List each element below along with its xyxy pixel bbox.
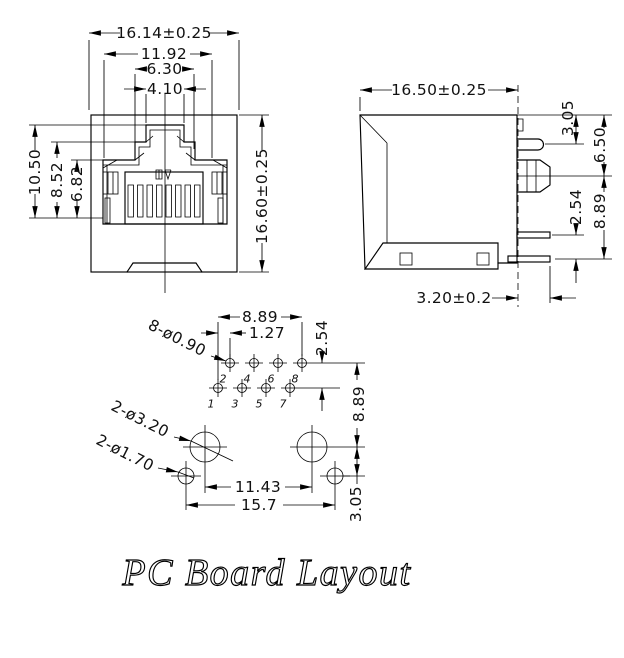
dim-label: 8.89	[242, 308, 278, 326]
boss-hole	[171, 461, 201, 510]
dim-label: 11.43	[235, 478, 281, 496]
dim-label: 3.05	[347, 486, 365, 522]
solder-pin-lower	[507, 255, 551, 263]
post-hole	[183, 425, 227, 493]
boss-hole	[320, 461, 350, 510]
panel-stop-block	[516, 159, 551, 193]
dim-side-pin-span: 8.89	[591, 176, 609, 259]
dim-label: 2.54	[313, 320, 331, 356]
dim-side-depth: 16.50±0.25	[359, 81, 518, 111]
pin-hole	[257, 379, 275, 397]
dim-front-width-latch: 4.10	[124, 80, 206, 123]
pin-hole	[293, 354, 311, 372]
board-lock-right	[476, 252, 490, 266]
bottom-lip	[126, 262, 203, 273]
leader-label: 2-ø1.70	[93, 431, 157, 475]
dim-front-width-outer: 16.14±0.25	[88, 24, 240, 110]
board-lock-left	[399, 252, 413, 266]
side-view: 16.50±0.25 3.05 6.50 2.54 8.89	[359, 81, 612, 307]
leader-pin-holes: 8-ø0.90	[145, 316, 227, 362]
dim-pcb-row-pitch: 2.54	[299, 320, 365, 411]
lower-slot-left	[104, 197, 111, 224]
dim-label: 6.30	[146, 60, 182, 78]
mounting-flange	[363, 242, 499, 270]
pin-hole	[281, 379, 299, 397]
dim-pcb-boss-pitch: 15.7	[186, 496, 335, 514]
dim-label: 6.50	[591, 127, 609, 163]
dim-label: 6.82	[68, 166, 86, 202]
side-window-left	[102, 171, 119, 195]
solder-pin-upper	[516, 231, 551, 239]
dim-label: 1.27	[249, 324, 285, 342]
dim-front-height-latch: 10.50	[26, 124, 146, 219]
dim-pcb-pin-stagger: 1.27	[201, 324, 285, 358]
dim-label: 16.50±0.25	[391, 81, 487, 99]
pin-number: 7	[280, 398, 287, 411]
dim-pcb-pin-row-span: 8.89	[217, 308, 303, 380]
front-face-inner-edge	[359, 114, 388, 243]
leader-label: 2-ø3.20	[108, 397, 172, 441]
drawing-title: PC Board Layout	[121, 552, 411, 594]
contact-pins	[127, 184, 201, 218]
dim-label: 8.89	[591, 193, 609, 229]
pin-number: 2	[220, 373, 227, 386]
dim-pcb-post-to-boss: 3.05	[343, 447, 365, 522]
dim-label: 10.50	[26, 149, 44, 195]
dim-front-height-step: 8.52	[48, 141, 135, 218]
front-view: 16.14±0.25 11.92 6.30 4.10 10.50	[26, 24, 271, 293]
corner-chamfers	[102, 135, 228, 169]
pin-number: 6	[268, 373, 275, 386]
dim-pcb-row-to-post: 8.89	[334, 363, 368, 448]
dim-side-pin-length: 3.20±0.2	[416, 266, 576, 307]
pin-number: 5	[256, 398, 263, 411]
pin-hole	[269, 354, 287, 372]
dim-label: 8.89	[350, 386, 368, 422]
dim-side-latch-offset: 3.05	[545, 100, 584, 145]
dim-label: 3.05	[559, 100, 577, 136]
dim-label: 3.20±0.2	[416, 289, 491, 307]
dim-pcb-post-pitch: 11.43	[205, 478, 312, 496]
dim-label: 4.10	[147, 80, 183, 98]
dim-front-height-opening: 6.82	[68, 159, 103, 218]
leader-label: 8-ø0.90	[145, 316, 209, 360]
post-hole	[290, 425, 334, 493]
pcb-layout: 2 4 6 8 1 3 5 7 8.89 1.27	[93, 308, 368, 522]
dim-label: 8.52	[48, 162, 66, 198]
dim-label: 16.14±0.25	[116, 24, 212, 42]
latch-tab	[516, 138, 544, 151]
lower-slot-right	[217, 197, 224, 224]
pin-number: 4	[244, 373, 251, 386]
side-body-outline	[359, 114, 518, 270]
side-window-right	[211, 171, 228, 195]
pin-hole	[209, 379, 227, 397]
certification-mark	[155, 169, 172, 181]
dim-front-height-outer: 16.60±0.25	[239, 114, 271, 273]
dim-label: 15.7	[241, 496, 277, 514]
dim-side-pin-pitch: 2.54	[552, 189, 612, 283]
dim-label: 2.54	[567, 189, 585, 225]
dim-front-width-step: 6.30	[134, 60, 195, 149]
dim-label: 11.92	[141, 45, 187, 63]
pin-number: 8	[292, 373, 299, 386]
pin-number: 3	[232, 398, 239, 411]
pin-hole	[245, 354, 263, 372]
dim-label: 16.60±0.25	[253, 148, 271, 244]
plug-cavity	[124, 171, 204, 225]
pin-hole	[233, 379, 251, 397]
top-step-notch	[517, 118, 524, 132]
front-body-outline	[90, 114, 238, 273]
pin-number: 1	[208, 398, 215, 411]
